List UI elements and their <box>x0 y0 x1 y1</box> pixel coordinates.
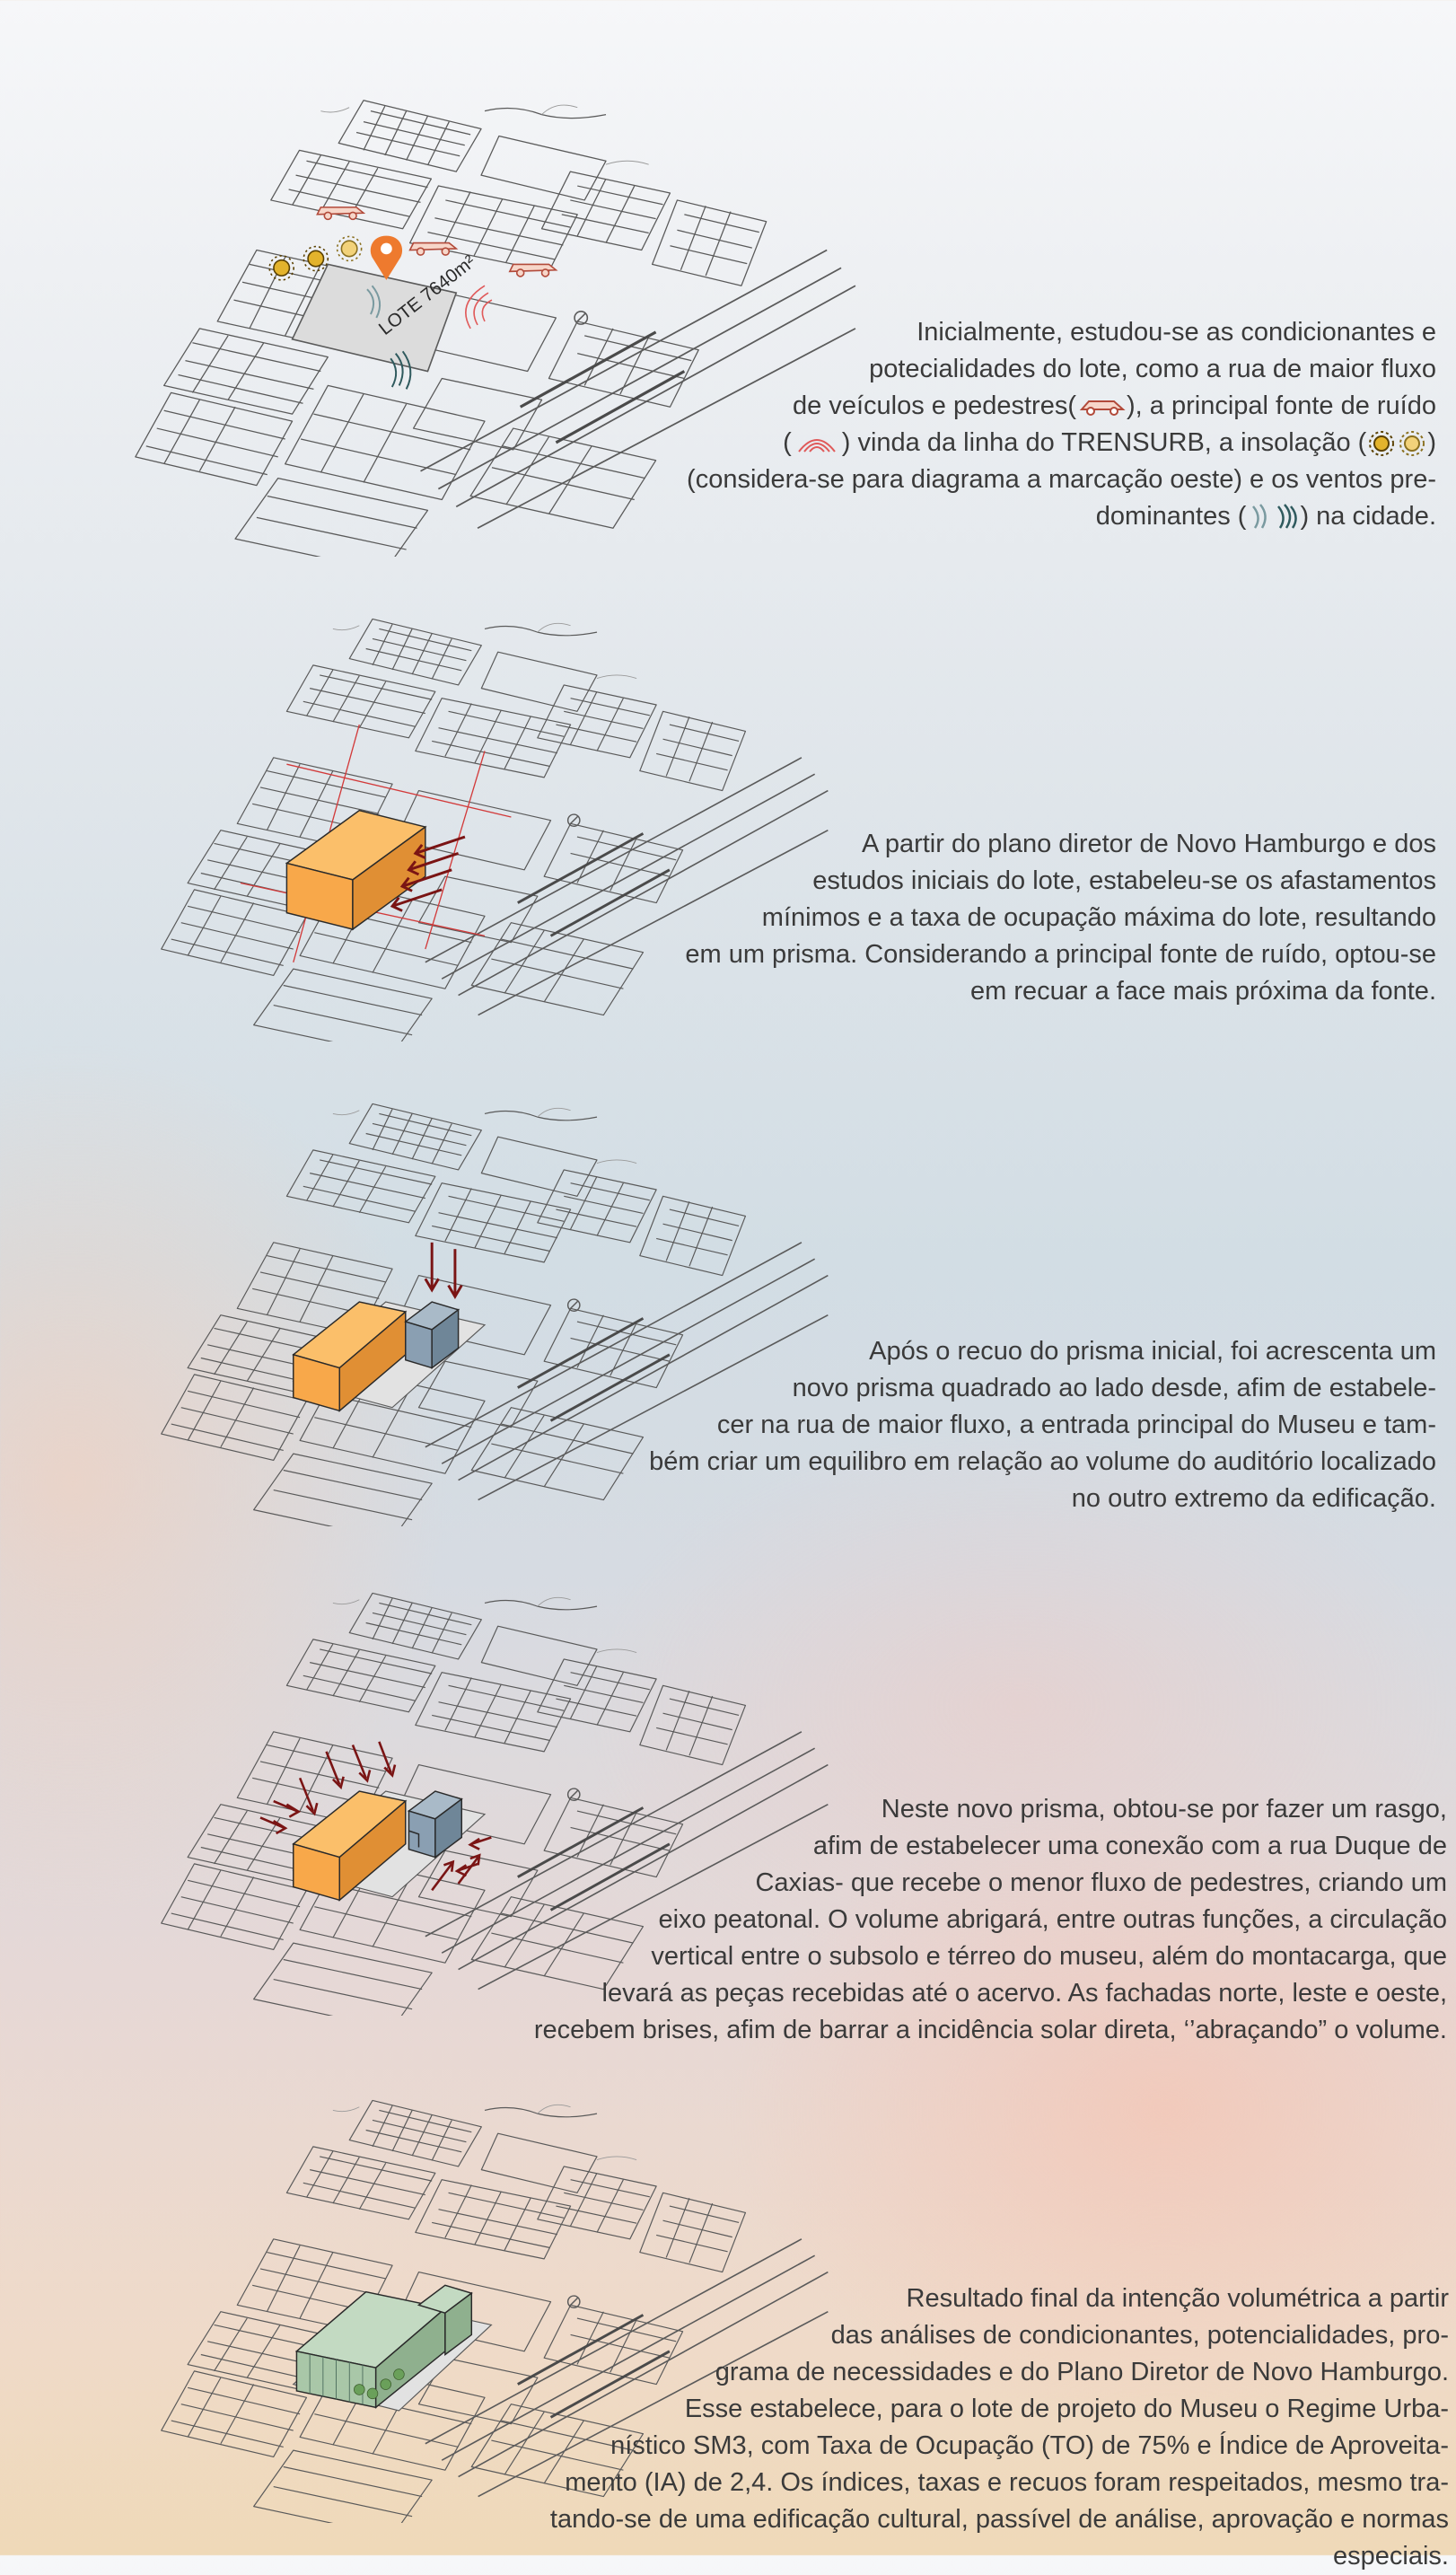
step-1-description: Inicialmente, estudou-se as condicionant… <box>687 314 1436 535</box>
step-4-section: Neste novo prisma, obtou-se por fazer um… <box>0 1567 1456 2034</box>
location-pin-icon <box>371 236 402 280</box>
step-5-section: Resultado final da intenção volumétrica … <box>0 2074 1456 2555</box>
car-icon <box>410 243 457 256</box>
noise-waves-icon <box>792 432 842 455</box>
sun-icon <box>338 236 362 260</box>
step-1-section: LOTE 7640m² <box>0 72 1456 557</box>
step-3-description: Após o recuo do prisma inicial, foi acre… <box>649 1333 1436 1517</box>
sun-icon <box>1397 430 1427 457</box>
step-2-section: A partir do plano diretor de Novo Hambur… <box>0 593 1456 1041</box>
step-5-description: Resultado final da intenção volumétrica … <box>550 2281 1449 2575</box>
car-icon <box>1076 395 1127 418</box>
entrance-arrows <box>425 1243 461 1296</box>
prism-volume <box>286 811 425 929</box>
step-2-description: A partir do plano diretor de Novo Hambur… <box>685 826 1436 1010</box>
sun-icon <box>1366 430 1397 457</box>
wind-icon <box>1273 503 1300 532</box>
sun-icon <box>303 247 328 271</box>
sun-icon <box>269 256 294 280</box>
step-3-section: Após o recuo do prisma inicial, foi acre… <box>0 1077 1456 1526</box>
step-4-description: Neste novo prisma, obtou-se por fazer um… <box>534 1791 1447 2049</box>
car-icon <box>317 207 364 220</box>
wind-icon <box>1246 503 1273 532</box>
noise-waves-icon <box>466 286 492 329</box>
car-icon <box>510 264 557 277</box>
